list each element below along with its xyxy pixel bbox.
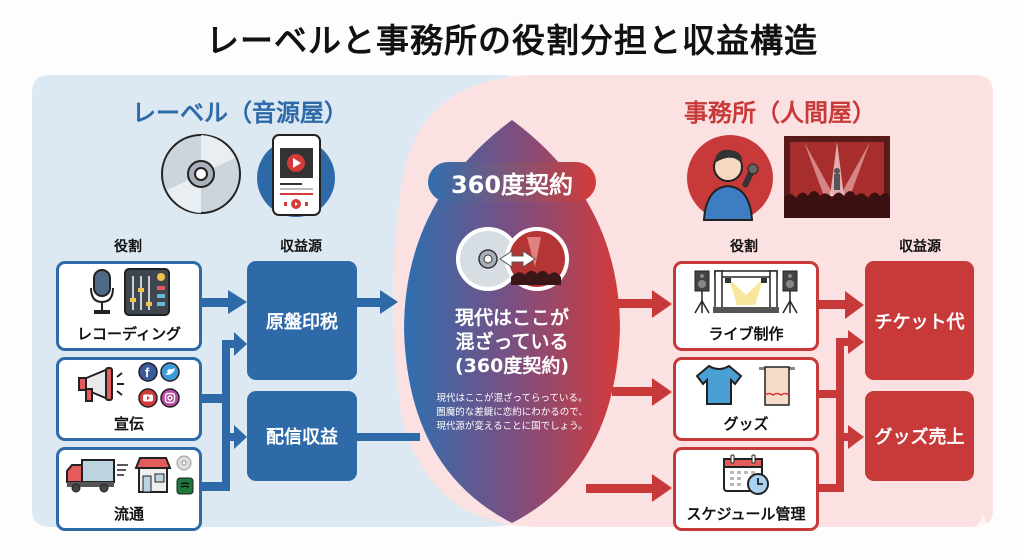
cd-icon: [160, 133, 242, 219]
revenue-streaming[interactable]: 配信収益: [247, 391, 357, 481]
role-distribution[interactable]: 流通: [56, 447, 202, 531]
role-label: 流通: [113, 505, 144, 523]
youtube-icon: [138, 387, 158, 412]
speaker-icon: [781, 269, 799, 319]
role-recording[interactable]: レコーディング: [56, 261, 202, 351]
revenue-master-royalty[interactable]: 原盤印税: [247, 261, 357, 380]
facebook-icon: f: [138, 361, 158, 386]
label-revenue-header: 収益源: [280, 239, 322, 255]
cd-icon: [176, 455, 194, 475]
calendar-clock-icon: [722, 454, 770, 500]
concert-stage-icon: [784, 136, 890, 222]
office-connectors: [586, 290, 864, 502]
role-promotion[interactable]: f 宣伝: [56, 357, 202, 441]
center-main-text: 現代はここが 混ざっている (360度契約): [412, 306, 612, 378]
office-revenue-header: 収益源: [899, 239, 941, 255]
delivery-truck-icon: [64, 457, 130, 497]
center-main-line: 現代はここが: [454, 307, 569, 329]
center-sub-line: 現代はここが混ざってらっている。: [436, 393, 588, 404]
role-schedule-management[interactable]: スケジュール管理: [673, 447, 819, 531]
microphone-icon: [88, 268, 116, 320]
towel-icon: [757, 363, 797, 411]
speaker-icon: [693, 269, 711, 319]
role-merchandise[interactable]: グッズ: [673, 357, 819, 441]
role-live-production[interactable]: ライブ制作: [673, 261, 819, 351]
twitter-icon: [160, 361, 180, 386]
revenue-merch-sales[interactable]: グッズ売上: [865, 391, 974, 481]
mixer-icon: [124, 267, 170, 320]
role-label: スケジュール管理: [686, 505, 806, 523]
contract-360-pill: 360度契約: [428, 162, 596, 202]
label-connectors: [200, 290, 420, 491]
megaphone-icon: [78, 365, 130, 409]
office-panel-title: 事務所（人間屋）: [684, 99, 876, 127]
store-icon: [134, 456, 172, 498]
label-panel-title: レーベル（音源屋）: [132, 99, 348, 127]
t-shirt-icon: [695, 364, 743, 410]
role-label: 宣伝: [113, 415, 144, 433]
svg-text:f: f: [145, 365, 150, 380]
center-main-line: (360度契約): [454, 355, 570, 377]
sparkle-icon: [971, 515, 995, 541]
label-roles-header: 役割: [114, 239, 142, 255]
stage-truss-icon: [713, 269, 779, 319]
role-label: レコーディング: [77, 325, 181, 343]
office-roles-header: 役割: [730, 239, 758, 255]
cd-concert-exchange-icon: [455, 227, 570, 295]
singer-icon: [686, 134, 774, 226]
center-sub-line: 現代源が変えることに国でしょう。: [436, 421, 588, 432]
page-title: レーベルと事務所の役割分担と収益構造: [206, 21, 818, 60]
contract-lens: [404, 120, 620, 523]
role-label: グッズ: [723, 415, 769, 433]
center-sub-line: 圏魔的な差鍵に恋約にわかるので、: [436, 407, 588, 418]
center-main-line: 混ざっている: [455, 331, 569, 353]
center-sub-text: 現代はここが混ざってらっている。 圏魔的な差鍵に恋約にわかるので、 現代源が変え…: [412, 392, 612, 434]
role-label: ライブ制作: [708, 325, 784, 343]
spotify-icon: [176, 477, 194, 499]
instagram-icon: [160, 387, 180, 412]
revenue-ticket-sales[interactable]: チケット代: [865, 261, 974, 380]
smartphone-music-player-icon: [251, 133, 341, 221]
